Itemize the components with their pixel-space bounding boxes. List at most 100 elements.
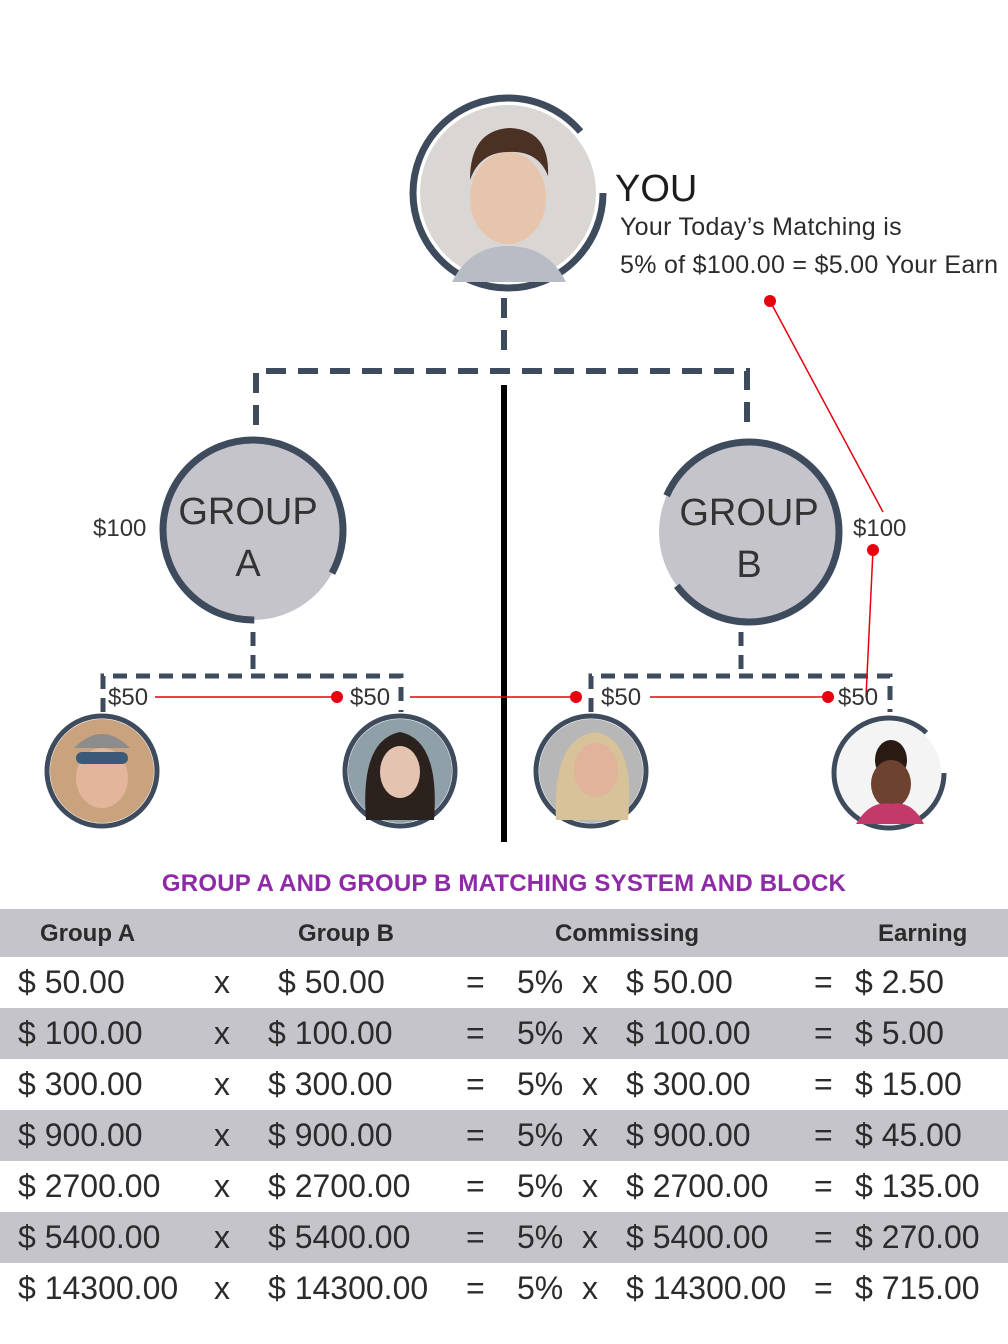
table-row: $ 900.00 x $ 900.00 = 5% x $ 900.00 = $ … xyxy=(0,1110,1008,1161)
cell-group-b: $ 5400.00 xyxy=(268,1219,411,1255)
you-matching-text: Your Today’s Matching is xyxy=(620,213,902,241)
cell-equals: = xyxy=(814,1015,833,1051)
cell-rate: 5% xyxy=(517,1219,564,1255)
cell-group-a: $ 5400.00 xyxy=(18,1219,161,1255)
cell-times: x xyxy=(582,1066,598,1102)
cell-equals: = xyxy=(466,1015,485,1051)
cell-equals: = xyxy=(466,964,485,1000)
header-earning: Earning xyxy=(878,920,968,947)
table-row: $ 100.00 x $ 100.00 = 5% x $ 100.00 = $ … xyxy=(0,1008,1008,1059)
cell-times: x xyxy=(582,1270,598,1306)
you-title: YOU xyxy=(615,168,698,210)
cell-rate: 5% xyxy=(517,1066,564,1102)
cell-group-b: $ 100.00 xyxy=(268,1015,393,1051)
cell-base: $ 100.00 xyxy=(626,1015,751,1051)
cell-times: x xyxy=(214,1015,230,1051)
you-earning-text: 5% of $100.00 = $5.00 Your Earn xyxy=(620,251,999,279)
member-avatar-2 xyxy=(342,713,458,829)
cell-times: x xyxy=(214,964,230,1000)
cell-group-b: $ 50.00 xyxy=(278,964,385,1000)
cell-equals: = xyxy=(466,1270,485,1306)
group-b-label-line1: GROUP xyxy=(679,492,819,534)
cell-base: $ 14300.00 xyxy=(626,1270,787,1306)
cell-equals: = xyxy=(814,1270,833,1306)
header-group-a: Group A xyxy=(40,920,136,947)
group-a-label: GROUP A xyxy=(168,486,328,590)
cell-equals: = xyxy=(466,1219,485,1255)
cell-times: x xyxy=(214,1168,230,1204)
cell-earning: $ 45.00 xyxy=(855,1117,962,1153)
group-a-amount: $100 xyxy=(93,515,147,542)
table-row: $ 2700.00 x $ 2700.00 = 5% x $ 2700.00 =… xyxy=(0,1161,1008,1212)
group-a-label-line1: GROUP xyxy=(178,491,318,533)
cell-group-b: $ 900.00 xyxy=(268,1117,393,1153)
cell-group-b: $ 2700.00 xyxy=(268,1168,411,1204)
cell-times: x xyxy=(582,1168,598,1204)
cell-times: x xyxy=(214,1270,230,1306)
cell-equals: = xyxy=(466,1168,485,1204)
header-commissing: Commissing xyxy=(555,920,700,947)
member-avatar-1 xyxy=(44,713,160,829)
member-avatar-4 xyxy=(831,715,947,831)
cell-base: $ 5400.00 xyxy=(626,1219,769,1255)
group-a-label-line2: A xyxy=(235,543,261,585)
cell-times: x xyxy=(214,1066,230,1102)
cell-equals: = xyxy=(814,964,833,1000)
cell-base: $ 2700.00 xyxy=(626,1168,769,1204)
cell-earning: $ 270.00 xyxy=(855,1219,980,1255)
table-header-row: Group A Group B Commissing Earning xyxy=(0,909,1008,957)
group-b-label: GROUP B xyxy=(669,487,829,591)
cell-group-a: $ 50.00 xyxy=(18,964,125,1000)
cell-rate: 5% xyxy=(517,1270,564,1306)
table-row: $ 50.00 x $ 50.00 = 5% x $ 50.00 = $ 2.5… xyxy=(0,957,1008,1008)
cell-base: $ 900.00 xyxy=(626,1117,751,1153)
cell-earning: $ 5.00 xyxy=(855,1015,944,1051)
red-marker-dots xyxy=(331,295,879,703)
table-row: $ 300.00 x $ 300.00 = 5% x $ 300.00 = $ … xyxy=(0,1059,1008,1110)
group-a-circle xyxy=(159,436,347,624)
cell-rate: 5% xyxy=(517,1168,564,1204)
cell-rate: 5% xyxy=(517,1015,564,1051)
red-marker-lines xyxy=(155,300,884,698)
cell-earning: $ 15.00 xyxy=(855,1066,962,1102)
cell-group-a: $ 900.00 xyxy=(18,1117,143,1153)
cell-equals: = xyxy=(466,1066,485,1102)
table-row: $ 14300.00 x $ 14300.00 = 5% x $ 14300.0… xyxy=(0,1263,1008,1314)
cell-group-a: $ 14300.00 xyxy=(18,1270,179,1306)
cell-group-a: $ 100.00 xyxy=(18,1015,143,1051)
group-b-circle xyxy=(655,438,843,626)
cell-equals: = xyxy=(814,1219,833,1255)
cell-times: x xyxy=(582,1219,598,1255)
cell-equals: = xyxy=(814,1066,833,1102)
cell-times: x xyxy=(582,1015,598,1051)
cell-group-a: $ 2700.00 xyxy=(18,1168,161,1204)
member-3-amount: $50 xyxy=(601,684,642,711)
cell-earning: $ 715.00 xyxy=(855,1270,980,1306)
cell-rate: 5% xyxy=(517,1117,564,1153)
cell-group-b: $ 300.00 xyxy=(268,1066,393,1102)
cell-earning: $ 2.50 xyxy=(855,964,944,1000)
member-1-amount: $50 xyxy=(108,684,149,711)
cell-equals: = xyxy=(466,1117,485,1153)
tree-connectors xyxy=(253,298,750,425)
cell-group-a: $ 300.00 xyxy=(18,1066,143,1102)
subtree-connectors xyxy=(100,632,893,712)
matching-tree-diagram xyxy=(44,94,947,842)
cell-times: x xyxy=(582,1117,598,1153)
member-2-amount: $50 xyxy=(350,684,391,711)
you-avatar xyxy=(409,94,607,292)
cell-times: x xyxy=(214,1219,230,1255)
group-b-amount: $100 xyxy=(853,515,907,542)
header-group-b: Group B xyxy=(298,920,394,947)
member-4-amount: $50 xyxy=(838,684,879,711)
table-title: GROUP A AND GROUP B MATCHING SYSTEM AND … xyxy=(161,870,847,897)
member-avatar-3 xyxy=(533,713,649,829)
cell-rate: 5% xyxy=(517,964,564,1000)
cell-times: x xyxy=(582,964,598,1000)
cell-equals: = xyxy=(814,1168,833,1204)
group-b-label-line2: B xyxy=(736,544,762,586)
cell-base: $ 50.00 xyxy=(626,964,733,1000)
cell-equals: = xyxy=(814,1117,833,1153)
cell-earning: $ 135.00 xyxy=(855,1168,980,1204)
cell-group-b: $ 14300.00 xyxy=(268,1270,429,1306)
